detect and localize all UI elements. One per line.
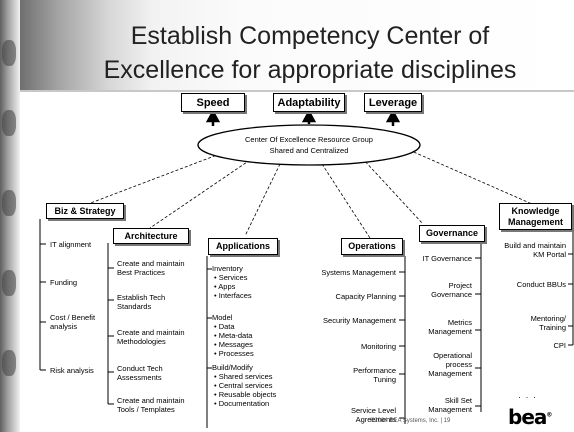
applications-item: • Data: [214, 322, 235, 331]
km-item: Mentoring/ Training: [530, 314, 566, 332]
km-item: CPI: [553, 341, 566, 350]
applications-item: Build/Modify: [212, 363, 253, 372]
governance-item: IT Governance: [422, 254, 472, 263]
biz-item: Cost / Benefit analysis: [50, 313, 96, 331]
category-applications: Applications: [208, 238, 278, 255]
operations-item: Service Level Agreements: [350, 406, 396, 424]
operations-item: Monitoring: [360, 342, 396, 351]
center-label-line-2: Shared and Centralized: [269, 146, 349, 155]
operations-item: Performance Tuning: [353, 366, 396, 384]
applications-item: • Processes: [214, 349, 254, 358]
category-governance: Governance: [419, 225, 485, 242]
applications-item: • Services: [214, 273, 248, 282]
applications-item: • Documentation: [214, 399, 270, 408]
speed-box: Speed: [181, 93, 245, 112]
category-operations: Operations: [341, 238, 403, 255]
km-item: Build and maintain KM Portal: [504, 241, 566, 259]
applications-item: • Apps: [214, 282, 236, 291]
applications-item: • Messages: [214, 340, 253, 349]
applications-item: • Shared services: [214, 372, 273, 381]
applications-item: Model: [212, 313, 233, 322]
logo-dots-icon: · · ·: [518, 392, 537, 402]
architecture-item: Create and maintain Best Practices: [117, 259, 185, 277]
governance-item: Operational process Management: [428, 351, 472, 378]
category-biz-strategy: Biz & Strategy: [46, 203, 124, 219]
applications-item: • Reusable objects: [214, 390, 277, 399]
title-banner: [20, 0, 574, 92]
category-architecture: Architecture: [113, 228, 189, 244]
center-label-line-1: Center Of Excellence Resource Group: [245, 135, 373, 144]
operations-item: Systems Management: [321, 268, 396, 277]
footer-copyright: ©2004 BEA Systems, Inc. | 19: [370, 418, 451, 424]
applications-item: Inventory: [212, 264, 243, 273]
applications-item: • Meta-data: [214, 331, 253, 340]
biz-item: Risk analysis: [50, 366, 94, 375]
leverage-box: Leverage: [364, 93, 422, 112]
adaptability-box: Adaptability: [273, 93, 345, 112]
operations-item: Security Management: [323, 316, 396, 325]
applications-item: • Central services: [214, 381, 273, 390]
governance-item: Metrics Management: [428, 318, 472, 336]
architecture-item: Create and maintain Methodologies: [117, 328, 185, 346]
biz-item: Funding: [50, 278, 78, 287]
category-knowledge-management: Knowledge Management: [499, 203, 572, 230]
slide-title-line-2: Excellence for appropriate disciplines: [103, 56, 517, 84]
architecture-item: Create and maintain Tools / Templates: [117, 396, 185, 414]
architecture-item: Conduct Tech Assessments: [117, 364, 163, 382]
bea-logo: bea®: [508, 405, 552, 429]
operations-item: Capacity Planning: [335, 292, 396, 301]
left-decor-strip: [0, 0, 20, 432]
governance-item: Skill Set Management: [428, 396, 472, 414]
registered-mark: ®: [546, 411, 552, 419]
architecture-item: Establish Tech Standards: [117, 293, 166, 311]
bea-logo-text: bea: [508, 405, 547, 429]
applications-item: • Interfaces: [214, 291, 252, 300]
biz-item: IT alignment: [50, 240, 92, 249]
km-item: Conduct BBUs: [516, 280, 566, 289]
governance-item: Project Governance: [431, 281, 472, 299]
slide-title-line-1: Establish Competency Center of: [130, 22, 490, 50]
